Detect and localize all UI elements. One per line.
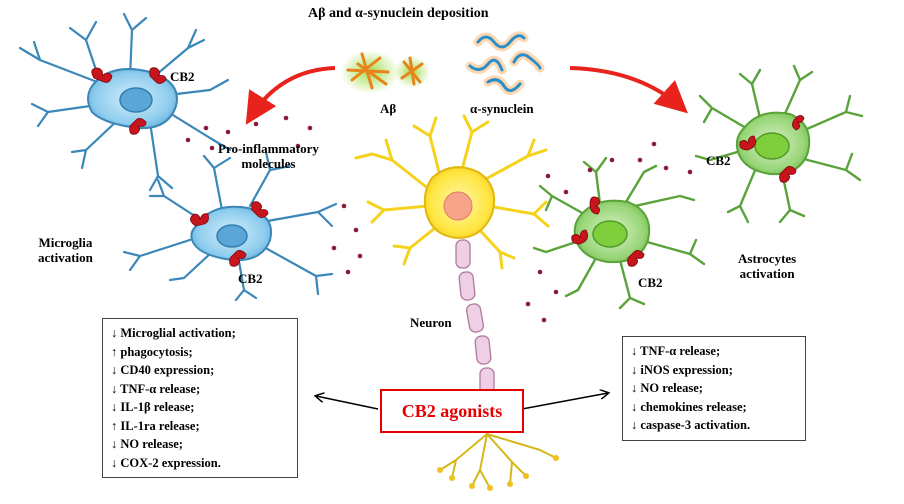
effect-item: ↑ IL-1ra release; xyxy=(111,418,200,433)
cb2-receptors xyxy=(91,67,805,267)
arrow-to-right-box xyxy=(521,393,608,410)
effect-item: ↓ CD40 expression; xyxy=(111,363,215,377)
effect-item: ↓ TNF-α release; xyxy=(631,344,721,358)
pro-inflammatory-dots xyxy=(185,115,693,323)
neuron-nucleus xyxy=(443,191,473,221)
effect-item: ↓ caspase-3 activation. xyxy=(631,418,751,432)
axon-terminals xyxy=(439,433,557,489)
microglia-activation-label: Microglia activation xyxy=(38,235,93,265)
neuron-dendrites xyxy=(354,114,550,270)
pro-inflammatory-label: Pro-inflammatory molecules xyxy=(218,141,319,171)
effect-item: ↓ Microglial activation; xyxy=(111,326,236,340)
astrocyte-effects-list: ↓ TNF-α release; ↓ iNOS expression; ↓ NO r… xyxy=(631,342,797,435)
effect-item: ↓ IL-1β release; xyxy=(111,400,195,414)
neuron-label: Neuron xyxy=(410,315,452,330)
effect-item: ↓ chemokines release; xyxy=(631,399,747,414)
effect-item: ↑ phagocytosis; xyxy=(111,344,193,359)
synaptic-boutons xyxy=(437,455,559,491)
cb2-label-astrocyte-top: CB2 xyxy=(706,153,731,168)
astrocyte-top xyxy=(694,64,864,224)
effect-item: ↓ TNF-α release; xyxy=(111,381,201,396)
astrocyte-top-nucleus xyxy=(754,132,790,160)
alpha-synuclein-aggregates xyxy=(465,31,545,95)
arrow-to-left-box xyxy=(316,396,379,410)
microglia-top-nucleus xyxy=(119,87,153,113)
effect-item: ↓ iNOS expression; xyxy=(631,362,733,377)
astrocyte-bottom xyxy=(532,156,706,310)
effect-item: ↓ NO release; xyxy=(631,381,703,395)
microglia-bottom xyxy=(122,150,338,302)
arrow-to-astrocytes xyxy=(569,66,688,114)
astrocytes-activation-label: Astrocytes activation xyxy=(738,251,797,281)
cb2-label-microglia-bottom: CB2 xyxy=(238,271,263,286)
microglia-bottom-nucleus xyxy=(216,224,248,248)
alpha-synuclein-label: α-synuclein xyxy=(470,101,534,116)
cb2-label-microglia-top: CB2 xyxy=(170,69,195,84)
microglia-effects-list: ↓ Microglial activation; ↑ phagocytosis; ↓… xyxy=(111,324,289,472)
astrocyte-bottom-nucleus xyxy=(592,220,628,248)
microglia-effects-box: ↓ Microglial activation; ↑ phagocytosis; ↓… xyxy=(102,318,298,478)
diagram-title: Aβ and α-synuclein deposition xyxy=(308,6,489,21)
abeta-label: Aβ xyxy=(380,101,397,116)
microglia-top xyxy=(18,12,232,192)
arrow-to-microglia xyxy=(245,66,336,125)
cb2-label-astrocyte-bottom: CB2 xyxy=(638,275,663,290)
effect-item: ↓ COX-2 expression. xyxy=(111,455,221,470)
astrocyte-effects-box: ↓ TNF-α release; ↓ iNOS expression; ↓ NO r… xyxy=(622,336,806,441)
effect-item: ↓ NO release; xyxy=(111,437,183,451)
cb2-agonists-box: CB2 agonists xyxy=(380,389,524,433)
abeta-aggregates xyxy=(340,50,430,94)
